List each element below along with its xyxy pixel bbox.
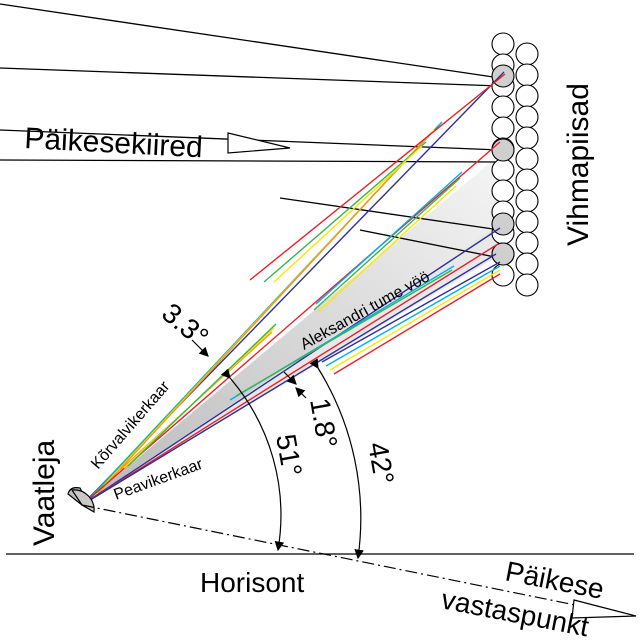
raindrop [491, 95, 515, 119]
raindrop [515, 126, 539, 150]
raindrop-hit [491, 242, 515, 266]
observer-icon [70, 489, 95, 513]
raindrop [515, 168, 539, 192]
raindrop [515, 189, 539, 213]
raindrops [491, 32, 539, 297]
raindrop [515, 231, 539, 255]
raindrop [491, 158, 515, 182]
raindrop [515, 210, 539, 234]
secondary-rainbow-rays-2 [81, 141, 501, 506]
raindrop [491, 179, 515, 203]
shaded-rainbow-region [82, 157, 500, 505]
angle-42-label: 42° [362, 440, 400, 487]
raindrops-label: Vihmapiisad [562, 83, 595, 246]
secondary-rainbow-rays [81, 71, 506, 506]
angle-51-label: 51° [270, 432, 308, 479]
angle-42-arc [309, 358, 364, 560]
horizon-label: Horisont [200, 567, 304, 598]
raindrop [491, 32, 515, 56]
sun-direction-arrow [227, 132, 291, 154]
raindrop [515, 84, 539, 108]
width-3-3-arrow [191, 339, 209, 357]
raindrop [491, 116, 515, 140]
raindrop [515, 63, 539, 87]
raindrop [515, 273, 539, 297]
raindrop [491, 263, 515, 287]
raindrop-hit [491, 138, 515, 162]
observer-label: Vaatleja [28, 439, 61, 546]
antisolar-arrow [571, 599, 637, 619]
raindrop [515, 105, 539, 129]
sun-rays-label: Päikesekiired [24, 122, 204, 164]
width-1-8-arrow-b [295, 387, 307, 399]
raindrop [515, 147, 539, 171]
raindrop [515, 252, 539, 276]
raindrop [515, 42, 539, 66]
angle-51-arc [220, 368, 285, 552]
width-1-8-arrow-a [283, 371, 297, 385]
angle-3-3-label: 3.3° [156, 297, 214, 353]
